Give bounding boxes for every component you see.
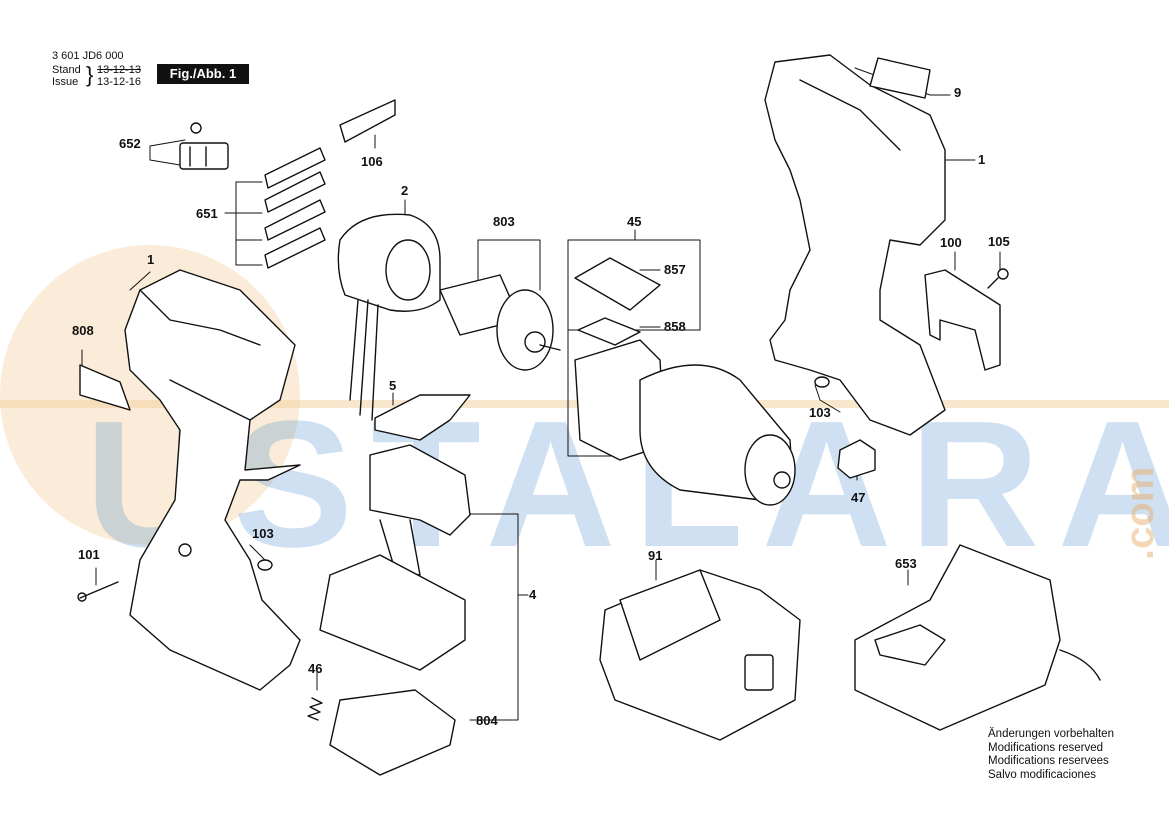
part-46-drawing bbox=[307, 697, 323, 721]
label-651: 651 bbox=[196, 206, 218, 221]
label-652: 652 bbox=[119, 136, 141, 151]
modifications-note: Änderungen vorbehalten Modifications res… bbox=[988, 728, 1114, 782]
brace-glyph: } bbox=[86, 62, 94, 87]
label-105: 105 bbox=[988, 234, 1010, 249]
label-91: 91 bbox=[648, 548, 663, 563]
label-46: 46 bbox=[308, 661, 323, 676]
label-100: 100 bbox=[940, 235, 962, 250]
part-47-drawing bbox=[837, 439, 876, 479]
figure-label: Fig./Abb. 1 bbox=[157, 64, 249, 84]
note-line-en: Modifications reserved bbox=[988, 741, 1104, 754]
label-1-housing: 1 bbox=[147, 252, 155, 267]
part-803-drawing bbox=[439, 274, 561, 371]
part-106-drawing bbox=[339, 99, 396, 143]
part-91-drawing bbox=[599, 569, 801, 741]
label-1-handle: 1 bbox=[978, 152, 986, 167]
note-line-fr: Modifications reservees bbox=[988, 755, 1109, 767]
part-9-drawing bbox=[869, 57, 931, 99]
label-808: 808 bbox=[72, 323, 94, 338]
label-653: 653 bbox=[895, 556, 917, 571]
label-47: 47 bbox=[851, 490, 866, 505]
date-new: 13-12-16 bbox=[97, 76, 142, 88]
part-100-drawing bbox=[924, 269, 1001, 371]
part-105-drawing bbox=[987, 268, 1009, 289]
part-653-drawing bbox=[854, 544, 1101, 731]
part-103-right-drawing bbox=[814, 376, 830, 388]
part-804-drawing bbox=[329, 689, 456, 776]
stand-label: Stand bbox=[52, 64, 81, 76]
label-804: 804 bbox=[476, 713, 498, 728]
label-857: 857 bbox=[664, 262, 686, 277]
issue-label: Issue bbox=[52, 76, 79, 88]
part-5-drawing bbox=[374, 394, 471, 441]
note-line-de: Änderungen vorbehalten bbox=[988, 728, 1114, 740]
part-857-drawing bbox=[574, 257, 661, 311]
label-103-right: 103 bbox=[809, 405, 831, 420]
part-101-drawing bbox=[77, 581, 119, 602]
part-652-drawing bbox=[179, 122, 229, 170]
label-4: 4 bbox=[529, 587, 537, 602]
part-45-drawing bbox=[574, 339, 796, 506]
label-103-left: 103 bbox=[252, 526, 274, 541]
part-2-drawing bbox=[337, 213, 441, 421]
label-45: 45 bbox=[627, 214, 642, 229]
label-803: 803 bbox=[493, 214, 515, 229]
part-858-drawing bbox=[577, 317, 641, 346]
part-651-drawing bbox=[264, 147, 326, 269]
part-1-handle-drawing bbox=[764, 54, 946, 436]
part-1-housing-drawing bbox=[124, 269, 301, 691]
label-9: 9 bbox=[954, 85, 962, 100]
doc-code: 3 601 JD6 000 bbox=[52, 50, 124, 62]
date-old: 13-12-13 bbox=[97, 64, 142, 76]
leader-lines bbox=[81, 67, 1001, 721]
label-101: 101 bbox=[78, 547, 100, 562]
label-2: 2 bbox=[401, 183, 409, 198]
part-103-left-drawing bbox=[257, 559, 273, 571]
part-4-drawing bbox=[319, 444, 471, 671]
label-858: 858 bbox=[664, 319, 686, 334]
part-808-drawing bbox=[79, 364, 131, 411]
note-line-es: Salvo modificaciones bbox=[988, 768, 1097, 781]
label-5: 5 bbox=[389, 378, 397, 393]
label-106: 106 bbox=[361, 154, 383, 169]
